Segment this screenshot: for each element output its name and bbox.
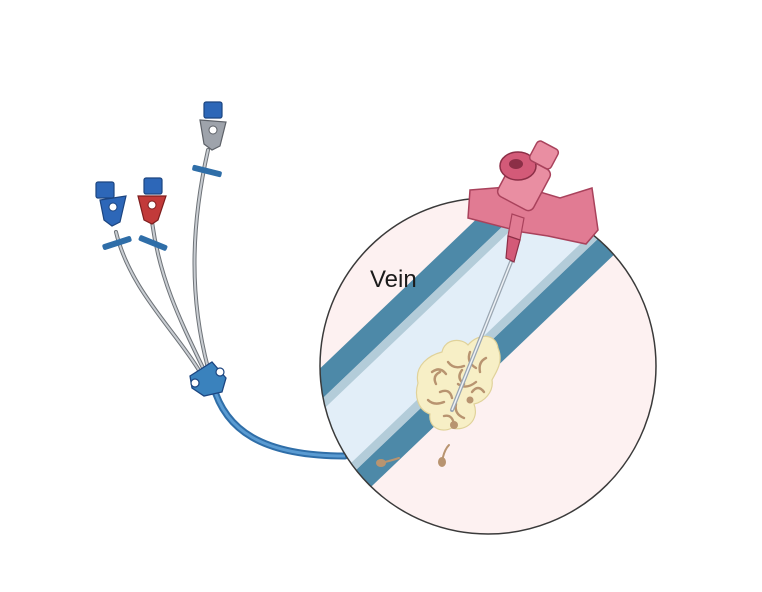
clamp: [102, 236, 132, 250]
vein-vessel: [320, 198, 656, 510]
vein-wall-lower: [320, 198, 656, 528]
catheter-lumens: [114, 148, 210, 374]
lumen-hub-gray: [199, 101, 227, 151]
lumen-hub-blue: [95, 181, 127, 227]
free-bacterium: [376, 457, 400, 467]
clamp: [138, 235, 168, 251]
free-bacterium: [438, 444, 450, 467]
vein-wall-upper: [320, 198, 656, 462]
needle-hub: [467, 140, 599, 263]
junction-hub: [189, 361, 227, 397]
vein-label: Vein: [370, 266, 417, 293]
clamp: [192, 164, 222, 178]
vein-magnified-view: [319, 197, 657, 535]
lumen-hub-red: [137, 177, 167, 225]
